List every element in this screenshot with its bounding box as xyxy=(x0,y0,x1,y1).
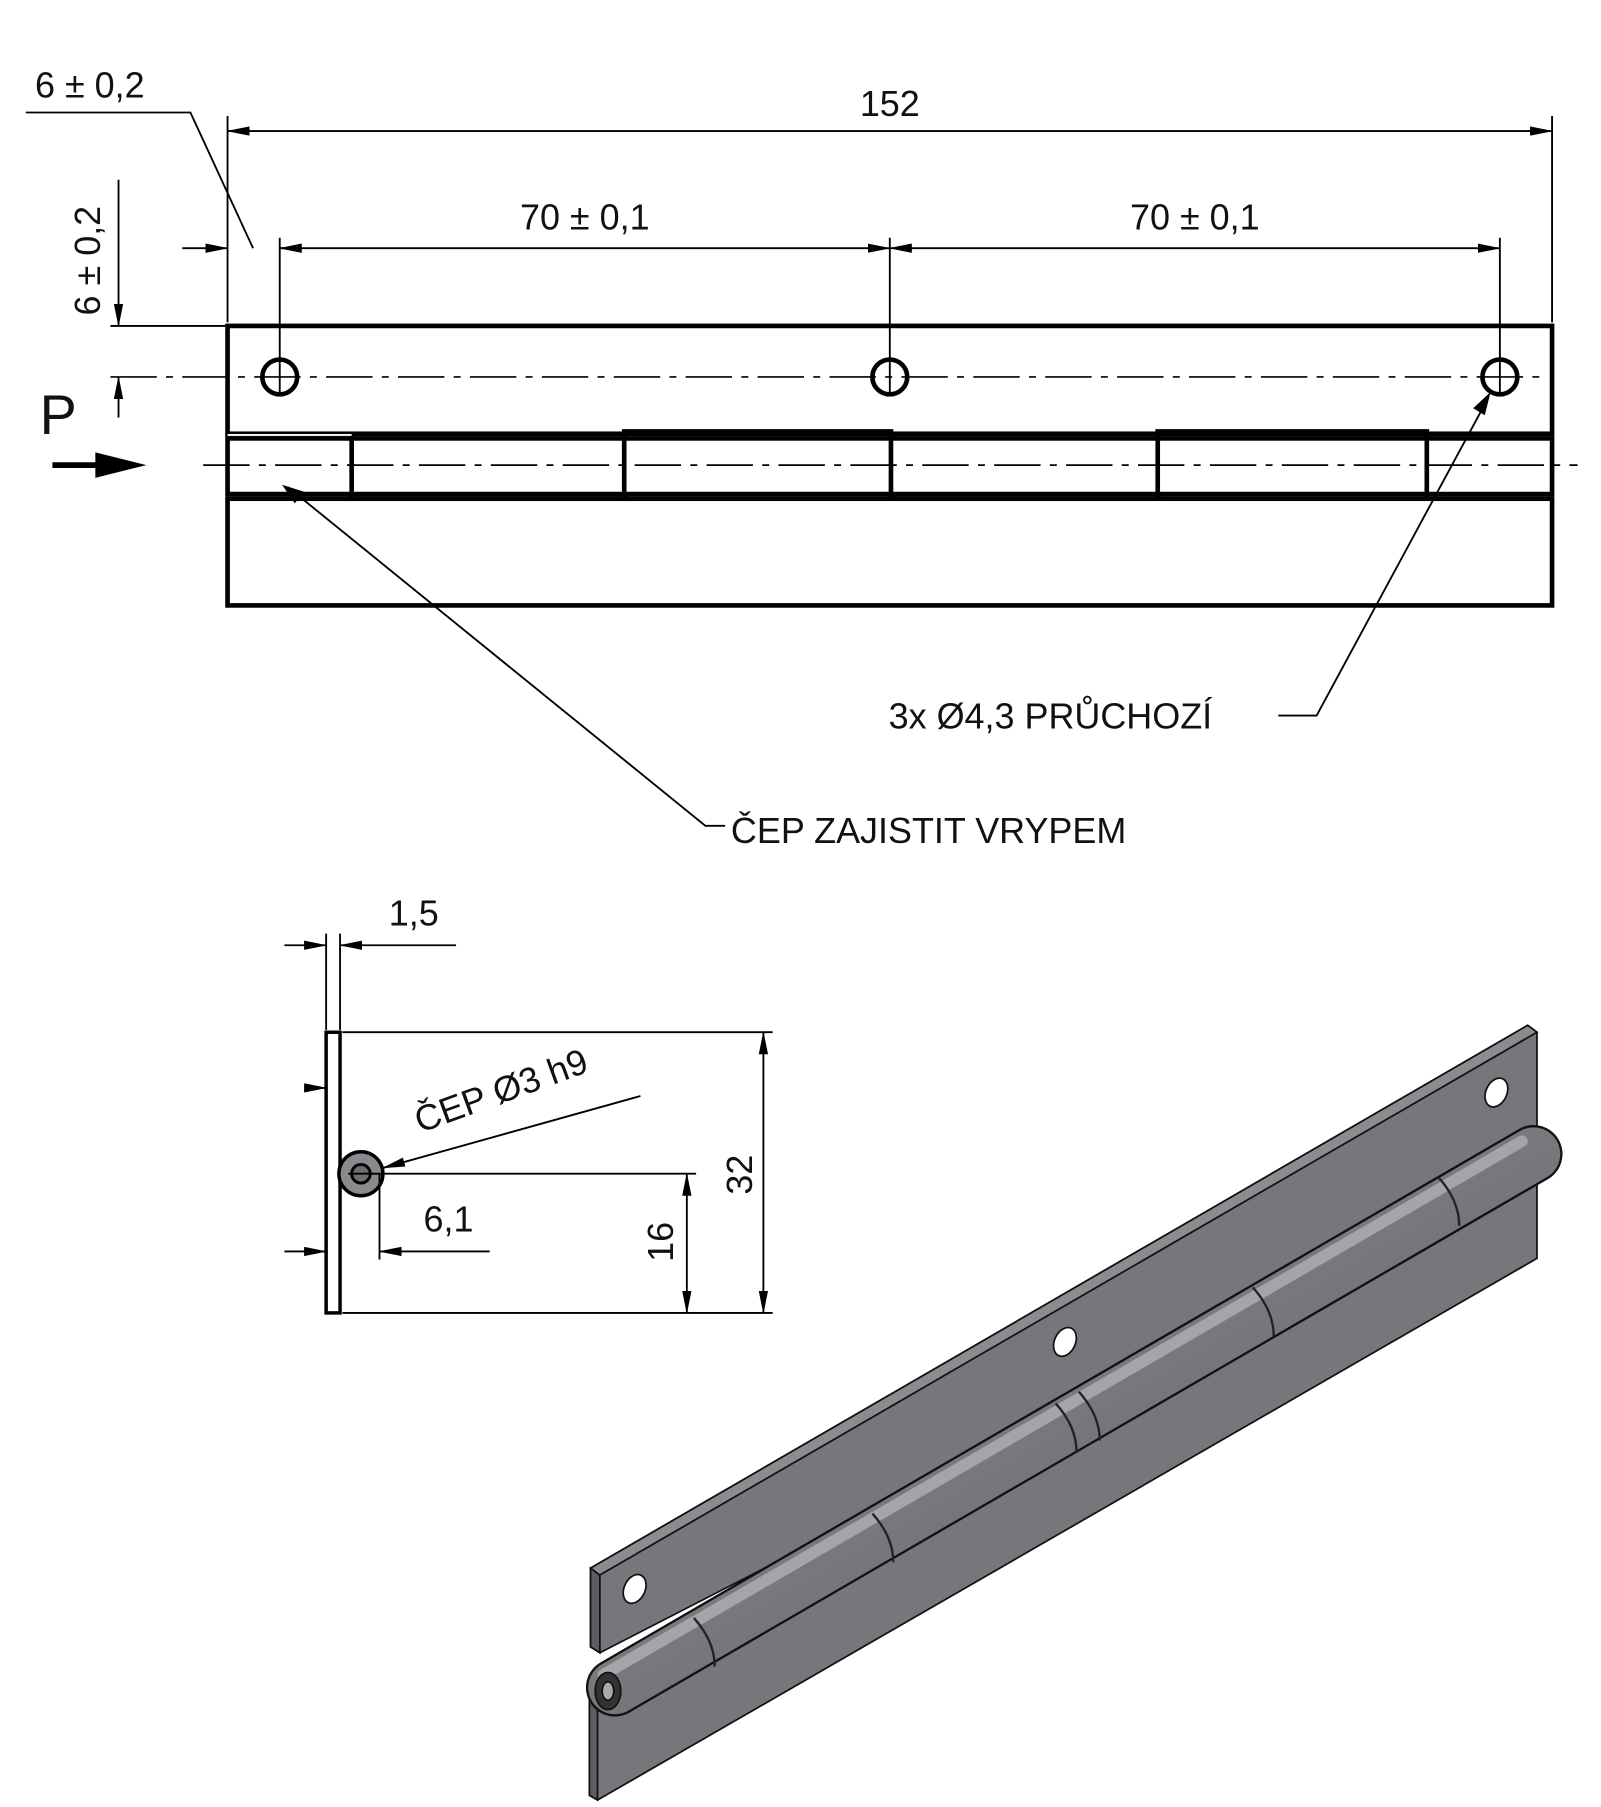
iso-hole-1 xyxy=(622,1573,647,1605)
dim-edge-vertical: 6 ± 0,2 xyxy=(67,206,108,316)
dim-pin-offset: 6,1 xyxy=(424,1199,474,1240)
view-label-p: P xyxy=(40,384,77,446)
dim-total: 152 xyxy=(860,83,920,124)
isometric-view xyxy=(585,1024,1563,1802)
note-pin: ČEP Ø3 h9 xyxy=(409,1040,593,1140)
dim-pitch-2: 70 ± 0,1 xyxy=(1130,197,1260,238)
iso-hole-3 xyxy=(1484,1077,1509,1108)
top-view: 152 70 ± 0,1 70 ± 0,1 6 ± 0,2 6 ± 0,2 P … xyxy=(25,64,1578,851)
iso-hole-2 xyxy=(1052,1326,1078,1358)
note-pin-lock: ČEP ZAJISTIT VRYPEM xyxy=(731,810,1126,851)
dim-thickness: 1,5 xyxy=(389,893,439,934)
side-view: 1,5 32 16 6,1 ČEP Ø3 h9 xyxy=(284,893,773,1315)
dim-pin-height: 16 xyxy=(640,1222,681,1262)
dim-edge-horizontal: 6 ± 0,2 xyxy=(35,64,145,105)
bottom-leaf xyxy=(225,496,1555,608)
dim-height: 32 xyxy=(719,1155,760,1195)
note-holes: 3x Ø4,3 PRŮCHOZÍ xyxy=(889,695,1213,736)
dim-pitch-1: 70 ± 0,1 xyxy=(520,197,650,238)
